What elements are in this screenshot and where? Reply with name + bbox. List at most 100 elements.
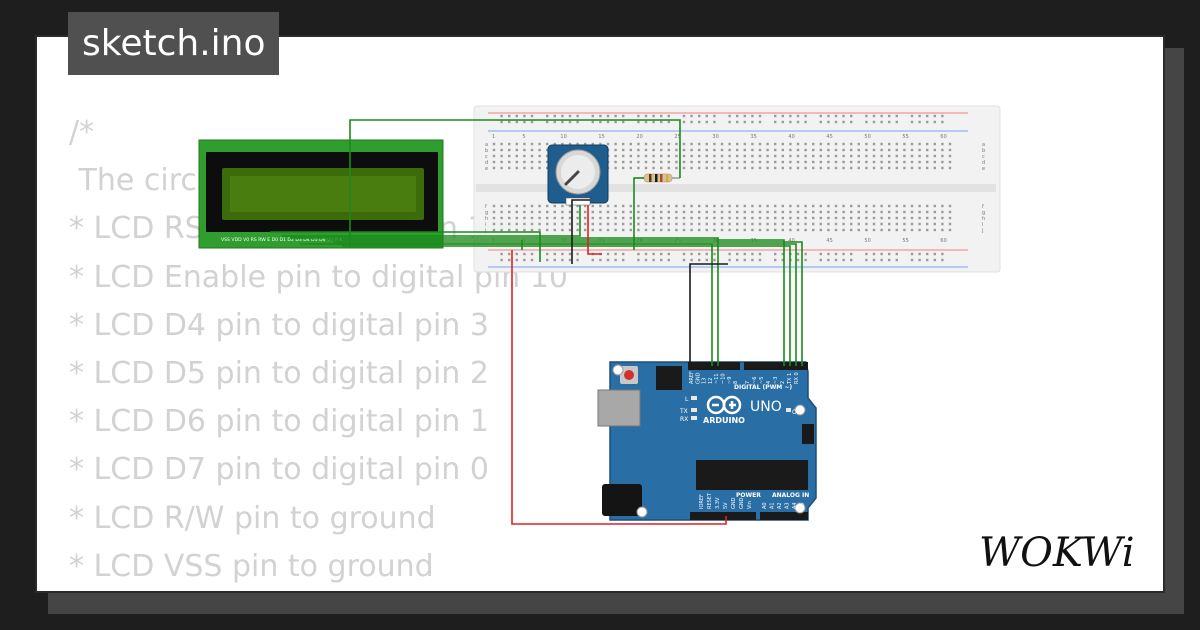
breadboard-column-number: 60 bbox=[940, 238, 946, 244]
wire-green-d7 bbox=[326, 239, 785, 366]
led-tx-label: TX bbox=[679, 408, 688, 415]
code-line: * LCD D4 pin to digital pin 3 bbox=[69, 307, 489, 343]
led-l-label: L bbox=[685, 396, 689, 403]
code-line: /* bbox=[69, 115, 95, 150]
arduino-power-pin-label: A0 bbox=[762, 502, 768, 509]
arduino-power-pin-label: A2 bbox=[777, 502, 783, 509]
breadboard-row-letter: d bbox=[982, 160, 985, 166]
arduino-digital-pin-label: ~11 bbox=[714, 373, 720, 384]
digital-header-right bbox=[744, 362, 808, 370]
wire-green-d6 bbox=[334, 241, 803, 366]
breadboard-row-letter: c bbox=[485, 154, 488, 160]
digital-label: DIGITAL (PWM ~) bbox=[734, 384, 792, 391]
breadboard-column-number: 50 bbox=[864, 134, 870, 140]
breadboard-row-letter: h bbox=[485, 216, 488, 222]
breadboard-column-numbers: 1155101015152020252530303535404045455050… bbox=[492, 134, 947, 244]
breadboard-column-number: 60 bbox=[940, 134, 946, 140]
code-line: * LCD Enable pin to digital pin 10 bbox=[69, 259, 569, 295]
board-name: UNO bbox=[750, 399, 782, 415]
breadboard-column-number: 10 bbox=[560, 238, 566, 244]
reset-button[interactable] bbox=[624, 370, 634, 380]
potentiometer[interactable] bbox=[547, 144, 609, 206]
code-line: * LCD D7 pin to digital pin 0 bbox=[69, 452, 489, 488]
usb-port bbox=[597, 389, 641, 427]
breadboard-row-letter: c bbox=[982, 154, 985, 160]
arduino-digital-pin-label: 2 bbox=[780, 381, 786, 384]
arduino-power-pin-label: GND bbox=[739, 497, 745, 509]
code-line: * LCD VSS pin to ground bbox=[69, 548, 434, 584]
led-rx-label: RX bbox=[680, 416, 688, 423]
arduino-power-pin-label: RESET bbox=[707, 492, 713, 509]
breadboard-holes bbox=[492, 114, 952, 262]
wire-green-lcd-rail bbox=[270, 231, 541, 262]
infinity-logo bbox=[706, 395, 742, 415]
arduino-power-pin-label: IOREF bbox=[699, 494, 705, 509]
code-line: * LCD D6 pin to digital pin 1 bbox=[69, 404, 489, 440]
breadboard-column-number: 25 bbox=[674, 238, 680, 244]
arduino-digital-pin-label: ~9 bbox=[727, 377, 733, 384]
lcd-pin-labels: VSS VDD V0 RS RW E D0 D1 D2 D3 D4 D5 D6 … bbox=[221, 237, 344, 243]
breadboard-row-letter: f bbox=[485, 204, 487, 210]
breadboard-row-letter: g bbox=[982, 210, 985, 216]
breadboard-column-number: 25 bbox=[674, 134, 680, 140]
arduino-digital-pin-label: 8 bbox=[733, 381, 739, 384]
arduino-digital-pin-label: ~6 bbox=[752, 377, 758, 384]
arduino-power-pin-label: A1 bbox=[770, 502, 776, 509]
arduino-digital-pin-label: 13 bbox=[702, 378, 708, 384]
breadboard-column-number: 30 bbox=[712, 238, 718, 244]
breadboard-column-number: 5 bbox=[522, 134, 525, 140]
wire-black-gnd-rail bbox=[571, 199, 590, 264]
wokwi-logo: WOKWi bbox=[979, 530, 1135, 576]
wires bbox=[270, 119, 803, 525]
arduino-power-pin-label: Vin bbox=[747, 501, 753, 509]
wire-red-5v bbox=[511, 250, 727, 525]
arduino-digital-pin-label: ~3 bbox=[773, 377, 779, 384]
arduino-power-pin-label: A4 bbox=[792, 502, 798, 509]
arduino-power-pin-label: 3.3V bbox=[715, 497, 721, 509]
lcd-display[interactable]: VSS VDD V0 RS RW E D0 D1 D2 D3 D4 D5 D6 … bbox=[198, 139, 444, 249]
wire-green-d4 bbox=[342, 245, 791, 366]
code-line: * LCD D5 pin to digital pin 2 bbox=[69, 355, 489, 391]
analog-label: ANALOG IN bbox=[772, 492, 809, 499]
digital-header-left bbox=[688, 362, 740, 370]
analog-header bbox=[760, 512, 808, 520]
wire-red-pot bbox=[587, 205, 602, 255]
arduino-digital-pin-label: 7 bbox=[745, 381, 751, 384]
breadboard-column-number: 20 bbox=[636, 238, 642, 244]
code-line: * LCD R/W pin to ground bbox=[69, 500, 436, 536]
breadboard-column-number: 1 bbox=[492, 134, 495, 140]
breadboard-row-letter: a bbox=[982, 142, 985, 148]
breadboard-column-number: 10 bbox=[560, 134, 566, 140]
breadboard-row-letter: h bbox=[982, 216, 985, 222]
breadboard-row-letter: j bbox=[484, 228, 486, 234]
breadboard-row-letter: b bbox=[485, 148, 488, 154]
filename-badge: sketch.ino bbox=[68, 12, 280, 75]
wire-black-gnd bbox=[689, 263, 728, 368]
breadboard-row-letter: j bbox=[981, 228, 983, 234]
breadboard-column-number: 30 bbox=[712, 134, 718, 140]
brand-label: ARDUINO bbox=[703, 416, 745, 425]
breadboard-row-letter: i bbox=[982, 222, 983, 228]
arduino-power-pin-label: A3 bbox=[785, 502, 791, 509]
arduino-power-pin-label: A5 bbox=[800, 502, 806, 509]
wokwi-logo-text: WOKWi bbox=[979, 530, 1135, 576]
breadboard-row-letter: f bbox=[982, 204, 984, 210]
arduino-power-pin-label: GND bbox=[731, 497, 737, 509]
breadboard-column-number: 50 bbox=[864, 238, 870, 244]
breadboard-row-letter: e bbox=[982, 166, 985, 172]
wire-green-resistor bbox=[633, 177, 644, 250]
arduino-digital-pin-label: ~5 bbox=[759, 377, 765, 384]
arduino-digital-pin-label: 12 bbox=[708, 378, 714, 384]
arduino-power-pin-label: 5V bbox=[723, 502, 729, 509]
arduino-digital-pin-label: GND bbox=[695, 372, 701, 384]
arduino-digital-pin-label: ~10 bbox=[721, 373, 727, 384]
breadboard-column-number: 35 bbox=[750, 238, 756, 244]
breadboard-row-letter: a bbox=[485, 142, 488, 148]
power-header bbox=[690, 512, 756, 520]
code-background: /* The circuit:* LCD RS pin to digital p… bbox=[69, 109, 569, 591]
breadboard-column-number: 15 bbox=[598, 134, 604, 140]
atmega-chip bbox=[696, 460, 808, 490]
